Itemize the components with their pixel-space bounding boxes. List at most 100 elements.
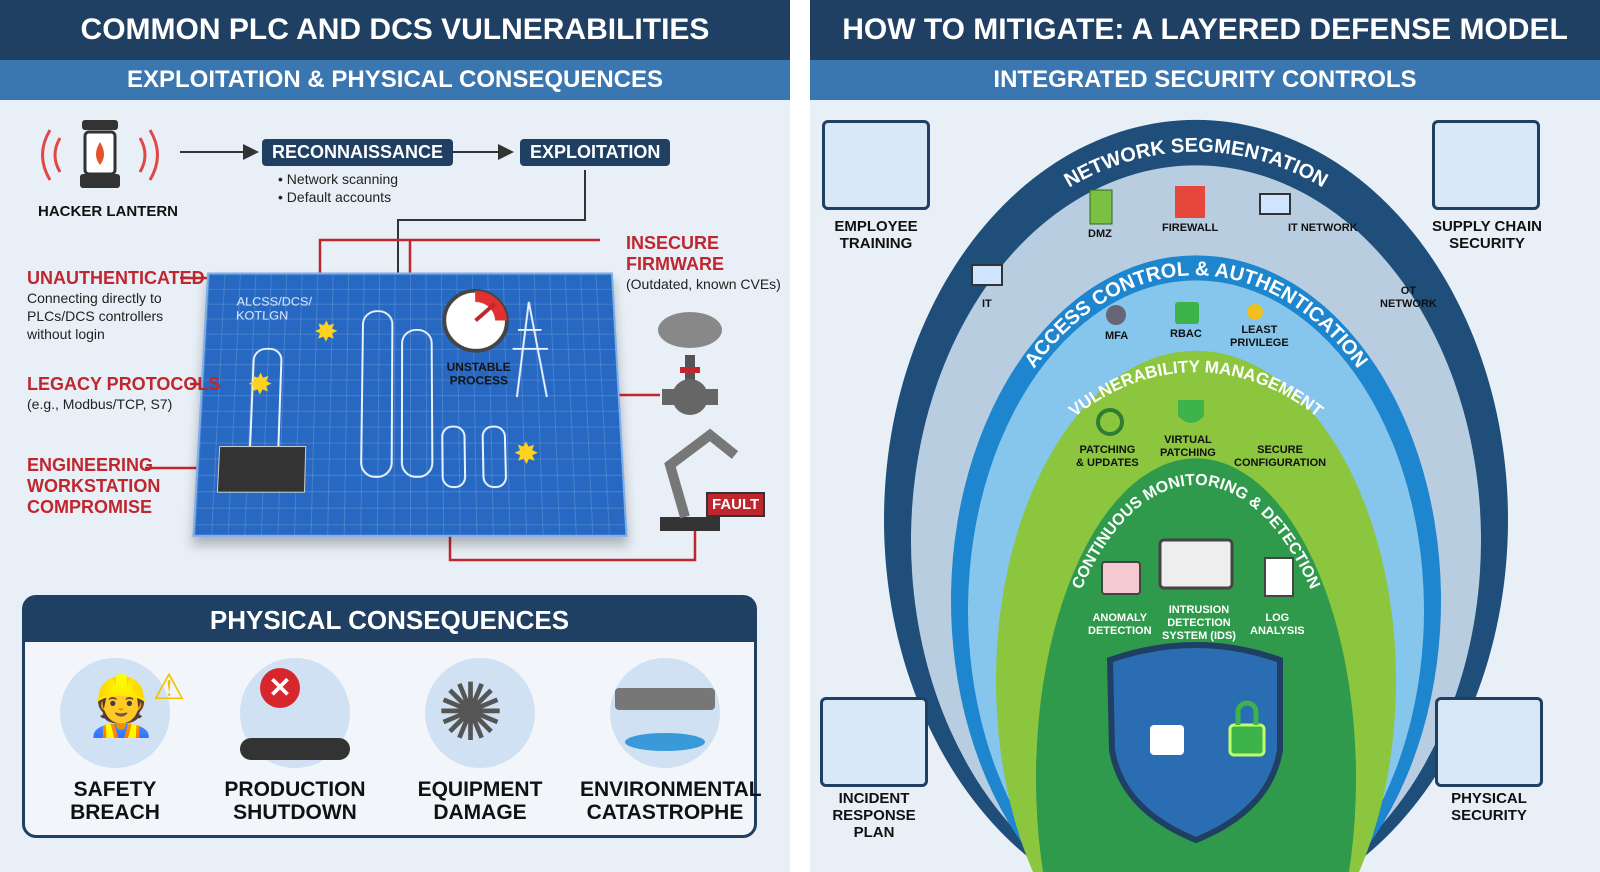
- reconnaissance-step: RECONNAISSANCE: [262, 139, 454, 166]
- valve-robot-icons: [658, 312, 739, 531]
- consequence-label: BREACH: [70, 801, 160, 824]
- consequence-label: SAFETY: [73, 778, 157, 801]
- physical-security-icon: [1435, 697, 1543, 787]
- consequence-environmental-catastrophe: ENVIRONMENTAL CATASTROPHE: [580, 658, 762, 824]
- vp-text: PATCHING: [1160, 447, 1216, 459]
- consequence-label: PRODUCTION: [224, 778, 366, 801]
- patch-text: & UPDATES: [1076, 457, 1139, 469]
- layered-defense-rings: NETWORK SEGMENTATION ACCESS CONTROL & AU…: [884, 119, 1508, 872]
- lantern-icon: [41, 120, 159, 188]
- consequence-label: SHUTDOWN: [233, 801, 357, 824]
- virtual-patch-shield-icon: [1178, 400, 1204, 423]
- ids-text: DETECTION: [1167, 617, 1231, 629]
- mitigation-panel: HOW TO MITIGATE: A LAYERED DEFENSE MODEL…: [810, 0, 1600, 872]
- consequence-label: CATASTROPHE: [586, 801, 744, 824]
- ids-text: SYSTEM (IDS): [1162, 630, 1236, 642]
- consequence-label: EQUIPMENT: [417, 778, 543, 801]
- an-text: DETECTION: [1088, 625, 1152, 637]
- corner-text: SECURITY: [1451, 807, 1527, 824]
- corner-text: SUPPLY CHAIN: [1431, 218, 1543, 235]
- ids-dashboard-icon: [1158, 538, 1234, 590]
- plant-blueprint: ALCSS/DCS/ KOTLGN UNSTABLE PROCESS ✸ ✸ ✸: [192, 272, 630, 539]
- it-label: IT: [982, 298, 992, 310]
- corner-text: RESPONSE: [832, 807, 916, 824]
- firewall-label: FIREWALL: [1162, 222, 1219, 234]
- rbac-lock-icon: [1175, 302, 1199, 324]
- ot-text: OT: [1400, 285, 1417, 297]
- left-title: COMMON PLC AND DCS VULNERABILITIES: [0, 0, 790, 60]
- log-document-icon: [1264, 557, 1294, 597]
- ot-text: NETWORK: [1380, 298, 1437, 310]
- employee-training-icon: [822, 120, 930, 210]
- patching-label: PATCHING& UPDATES: [1076, 444, 1139, 470]
- right-title: HOW TO MITIGATE: A LAYERED DEFENSE MODEL: [810, 0, 1600, 60]
- key-icon: [1247, 304, 1263, 320]
- physical-consequences: PHYSICAL CONSEQUENCES 👷⚠ SAFETY BREACH ✕…: [22, 595, 762, 838]
- mfa-user-icon: [1106, 305, 1126, 325]
- laptop-icon: [1259, 193, 1291, 215]
- vuln-title: COMPROMISE: [27, 497, 153, 517]
- broken-turbine-icon: ✺: [425, 658, 535, 768]
- vuln-desc: without login: [27, 326, 105, 342]
- gauge-label: UNSTABLE PROCESS: [447, 360, 512, 387]
- vuln-unauthenticated: UNAUTHENTICATED Connecting directly to P…: [27, 268, 205, 343]
- vuln-desc: (Outdated, known CVEs): [626, 276, 781, 292]
- right-subtitle: INTEGRATED SECURITY CONTROLS: [810, 60, 1600, 100]
- vuln-legacy-protocols: LEGACY PROTOCOLS (e.g., Modbus/TCP, S7): [27, 374, 220, 413]
- recon-notes: • Network scanning • Default accounts: [278, 170, 398, 206]
- exploitation-step: EXPLOITATION: [520, 139, 671, 166]
- plant-drawing: [194, 274, 630, 539]
- vuln-title: ENGINEERING: [27, 455, 154, 475]
- firewall-icon: [1175, 186, 1205, 218]
- dmz-label: DMZ: [1088, 228, 1112, 240]
- recon-note: • Default accounts: [278, 189, 392, 205]
- vuln-title: LEGACY PROTOCOLS: [27, 374, 221, 394]
- supply-chain-icon: [1432, 120, 1540, 210]
- patch-text: PATCHING: [1079, 444, 1136, 456]
- recon-note: • Network scanning: [278, 171, 399, 187]
- consequence-label: ENVIRONMENTAL: [580, 778, 762, 801]
- vuln-title: UNAUTHENTICATED: [27, 268, 205, 288]
- vuln-title: WORKSTATION: [27, 476, 161, 496]
- an-text: ANOMALY: [1092, 612, 1148, 624]
- corner-text: SECURITY: [1449, 235, 1525, 252]
- gauge-text: PROCESS: [449, 373, 509, 388]
- locked-padlock-icon: [1228, 723, 1266, 757]
- lp-text: PRIVILEGE: [1230, 337, 1289, 349]
- anomaly-chart-icon: [1101, 561, 1141, 595]
- laptop-icon: [971, 264, 1003, 286]
- consequence-safety-breach: 👷⚠ SAFETY BREACH: [30, 658, 200, 824]
- gauge-text: UNSTABLE: [446, 360, 511, 374]
- vuln-engineering-workstation: ENGINEERING WORKSTATION COMPROMISE: [27, 455, 160, 518]
- vuln-title: FIRMWARE: [626, 254, 724, 274]
- explosion-icon: ✸: [313, 316, 339, 348]
- lp-text: LEAST: [1241, 324, 1278, 336]
- dmz-server-icon: [1089, 189, 1113, 225]
- sc-text: CONFIGURATION: [1234, 457, 1327, 469]
- corner-text: PLAN: [853, 824, 895, 841]
- fault-label: FAULT: [706, 492, 766, 517]
- log-text: LOG: [1265, 612, 1290, 624]
- consequence-production-shutdown: ✕ PRODUCTION SHUTDOWN: [210, 658, 380, 824]
- corner-text: PHYSICAL: [1451, 790, 1527, 807]
- consequence-equipment-damage: ✺ EQUIPMENT DAMAGE: [395, 658, 565, 824]
- leaking-pipe-icon: [610, 658, 720, 768]
- vuln-desc: (e.g., Modbus/TCP, S7): [27, 396, 173, 412]
- mfa-label: MFA: [1105, 330, 1129, 342]
- sc-text: SECURE: [1257, 444, 1303, 456]
- rbac-label: RBAC: [1170, 328, 1202, 340]
- corner-text: TRAINING: [839, 235, 913, 252]
- corner-text: EMPLOYEE: [834, 218, 918, 235]
- worker-warning-icon: 👷⚠: [60, 658, 185, 768]
- hacker-label: HACKER LANTERN: [38, 203, 178, 220]
- corner-text: INCIDENT: [838, 790, 910, 807]
- explosion-icon: ✸: [513, 437, 540, 471]
